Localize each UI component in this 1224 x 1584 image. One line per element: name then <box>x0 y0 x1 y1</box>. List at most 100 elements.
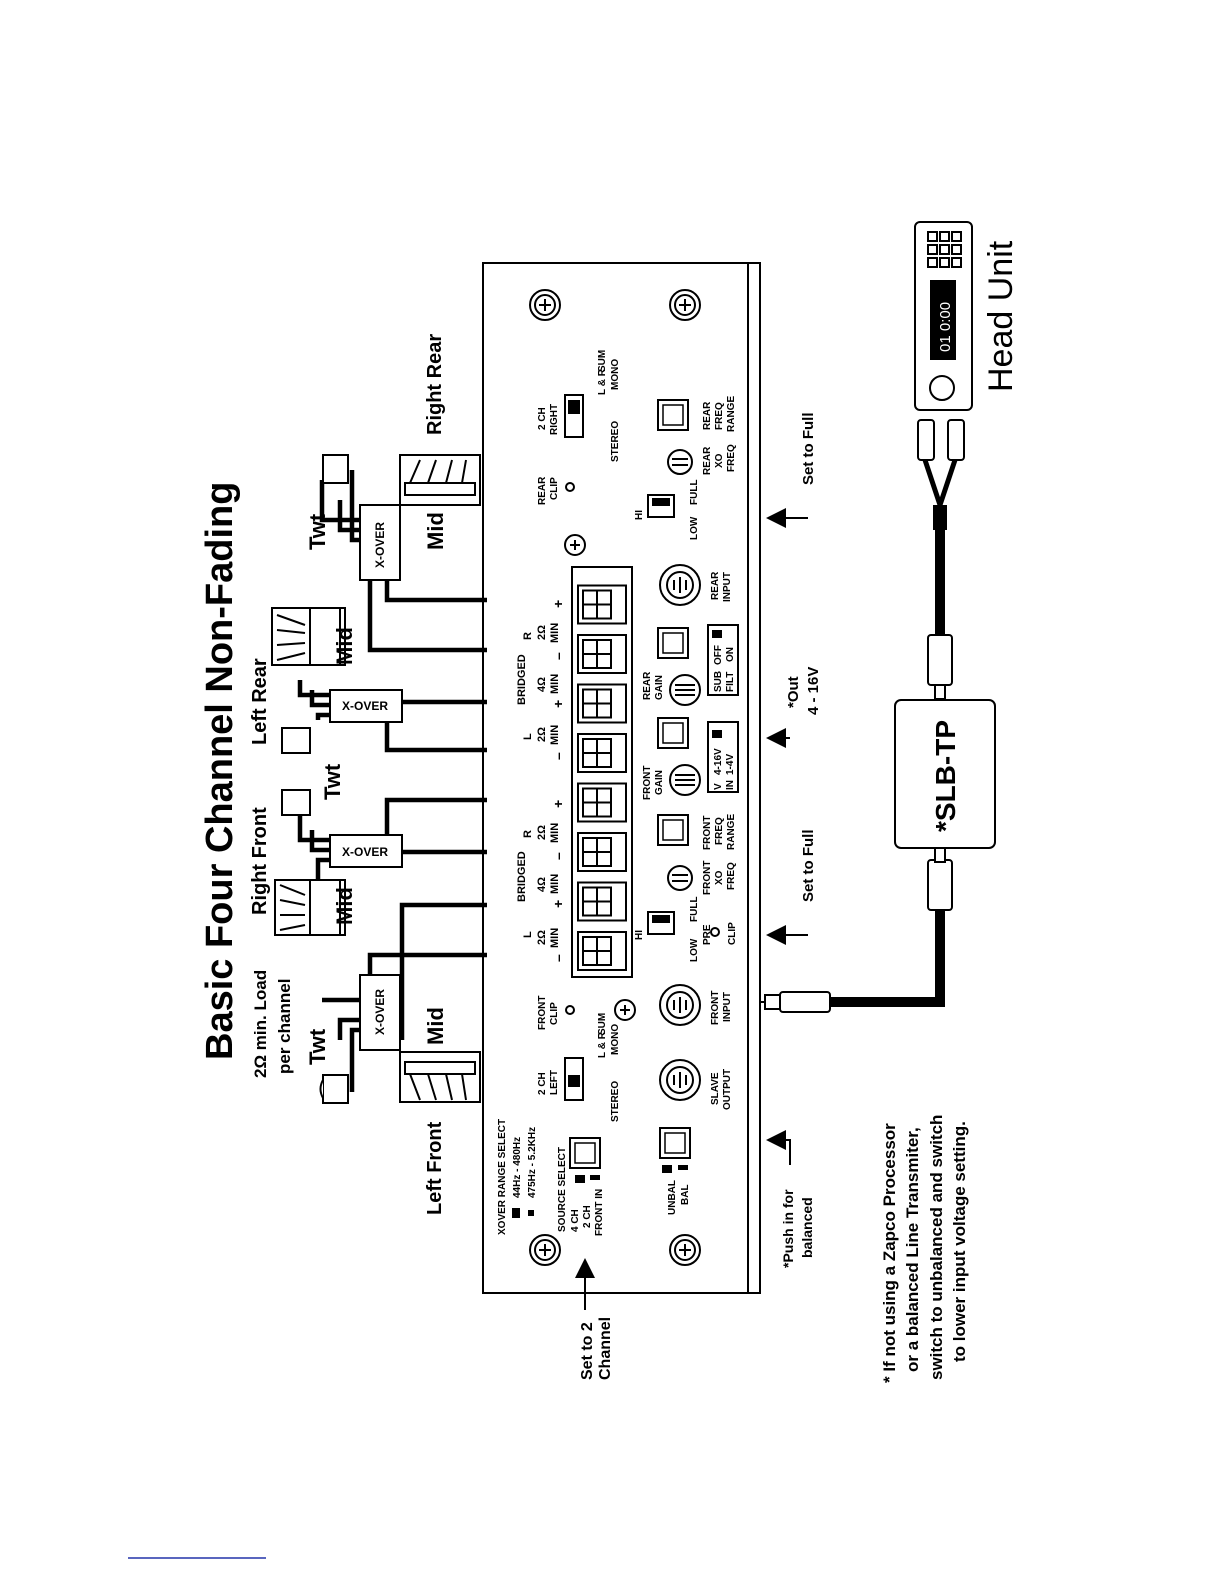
slb-tp-label: *SLB-TP <box>930 720 961 832</box>
rear-full-label: FULL <box>689 479 700 505</box>
front-gain-label: GAIN <box>654 770 665 795</box>
on-label: ON <box>725 647 736 662</box>
label-min-rr: MIN <box>549 623 561 643</box>
rear-gain-rear: REAR <box>642 671 653 700</box>
rear-xo-freq: FREQ <box>726 444 737 472</box>
sign-4: + <box>550 800 566 808</box>
label-min-f: MIN <box>549 874 561 894</box>
label-twt-rr: Twt <box>305 513 330 550</box>
callout-set-full-front: Set to Full <box>800 830 817 903</box>
sign-3: – <box>550 852 566 860</box>
callout-balanced: balanced <box>799 1197 815 1258</box>
src-2ch-label: 2 CH <box>582 1205 593 1228</box>
label-front-r: R <box>522 830 534 838</box>
xover-label: X-OVER <box>373 522 387 568</box>
sign-8: + <box>550 600 566 608</box>
speaker-left-front-twt <box>319 1074 349 1104</box>
rear-range-label: RANGE <box>726 396 737 432</box>
slave-output-label: OUTPUT <box>722 1069 733 1110</box>
label-mid-lf: Mid <box>423 1007 448 1045</box>
speaker-left-front-mid <box>399 1051 481 1103</box>
rear-clip-rear: REAR <box>537 476 548 505</box>
speaker-right-rear-mid <box>399 454 481 506</box>
front-stereo-label: STEREO <box>610 1081 621 1122</box>
load-note-line2: per channel <box>275 979 294 1074</box>
front-xo-freq: FREQ <box>726 862 737 890</box>
slb-tp-module: *SLB-TP <box>894 699 996 849</box>
xover-left-front: X-OVER <box>359 974 401 1051</box>
callout-out-range: 4 - 16V <box>805 667 822 715</box>
front-xo-label: XO <box>714 870 725 885</box>
rear-input-rear: REAR <box>710 571 721 600</box>
sign-6: + <box>550 700 566 708</box>
sign-1: – <box>550 954 566 962</box>
off-label: OFF <box>713 645 724 665</box>
xover-right-rear: X-OVER <box>359 504 401 581</box>
rear-2ch-label: 2 CH <box>537 407 548 430</box>
front-gain-front: FRONT <box>642 766 653 800</box>
filt-label: FILT <box>725 672 736 692</box>
front-range-freq: FREQ <box>714 817 725 845</box>
rear-xo-rear: REAR <box>702 446 713 475</box>
label-4ohm-f: 4Ω <box>536 877 548 892</box>
callout-out: *Out <box>785 676 802 708</box>
src-4ch-label: 4 CH <box>570 1209 581 1232</box>
speaker-right-front-mid <box>274 879 346 936</box>
footnote-line-3: switch to unbalanced and switch <box>927 1115 946 1380</box>
sign-5: – <box>550 752 566 760</box>
speaker-right-rear-twt <box>322 454 349 484</box>
front-clip-front-label: FRONT <box>537 996 548 1030</box>
callouts: Set to 2 Channel *Push in for balanced S… <box>575 413 822 1380</box>
speaker-terminal <box>577 931 627 971</box>
bal-label: BAL <box>680 1184 691 1205</box>
rear-hi-label: HI <box>634 510 645 520</box>
speaker-left-rear-mid <box>271 607 346 666</box>
rear-mono-label: MONO <box>610 359 621 390</box>
front-mono-label: MONO <box>610 1024 621 1055</box>
front-2ch-left-label: LEFT <box>549 1070 560 1095</box>
front-lr-label: L & R <box>597 1031 608 1058</box>
callout-set-to-2: Set to 2 <box>579 1322 596 1380</box>
source-select-label: SOURCE SELECT <box>557 1147 568 1232</box>
load-note-line1: 2Ω min. Load <box>251 970 270 1078</box>
rear-low-label: LOW <box>689 516 700 540</box>
label-min-r: MIN <box>549 674 561 694</box>
front-2ch-label: 2 CH <box>537 1072 548 1095</box>
rear-lr-label: L & R <box>597 368 608 395</box>
xover-range-select-label: XOVER RANGE SELECT <box>497 1119 508 1235</box>
sign-2: + <box>550 900 566 908</box>
rear-gain-label: GAIN <box>654 675 665 700</box>
label-twt-rf: Twt <box>320 763 345 800</box>
speaker-terminal <box>577 881 627 922</box>
head-unit-display: 01 0:00 <box>937 302 954 352</box>
label-left-front: Left Front <box>424 1121 446 1215</box>
label-2ohm-fl: 2Ω <box>536 930 548 945</box>
callout-set-full-rear: Set to Full <box>800 413 817 486</box>
head-unit-buttons <box>927 231 962 268</box>
speaker-right-front-twt <box>281 789 311 816</box>
footnote: * If not using a Zapco Processor or a ba… <box>880 1115 969 1383</box>
label-bridged-front: BRIDGED <box>516 851 528 902</box>
label-4ohm-r: 4Ω <box>536 677 548 692</box>
speaker-terminal <box>577 634 627 674</box>
label-rear-l: L <box>522 733 534 740</box>
label-left-rear: Left Rear <box>249 658 271 745</box>
slave-label: SLAVE <box>710 1072 721 1105</box>
range-low-label: 44Hz - 480Hz <box>512 1137 523 1198</box>
speaker-terminal <box>577 733 627 773</box>
front-range-front: FRONT <box>702 816 713 850</box>
xover-label: X-OVER <box>373 989 387 1035</box>
label-2ohm-rl: 2Ω <box>536 727 548 742</box>
label-min-fr: MIN <box>549 823 561 843</box>
v-label: V <box>713 783 724 790</box>
head-unit: 01 0:00 Head Unit <box>914 221 1020 411</box>
label-right-front: Right Front <box>249 807 271 915</box>
callout-channel: Channel <box>597 1317 614 1380</box>
xover-left-rear: X-OVER <box>329 689 403 723</box>
rear-sum-label: SUM <box>597 350 608 372</box>
label-right-rear: Right Rear <box>424 334 446 435</box>
front-xo-front: FRONT <box>702 861 713 895</box>
speaker-terminal <box>577 832 627 872</box>
pre-clip-label: CLIP <box>727 922 738 945</box>
front-input-label: INPUT <box>722 992 733 1022</box>
